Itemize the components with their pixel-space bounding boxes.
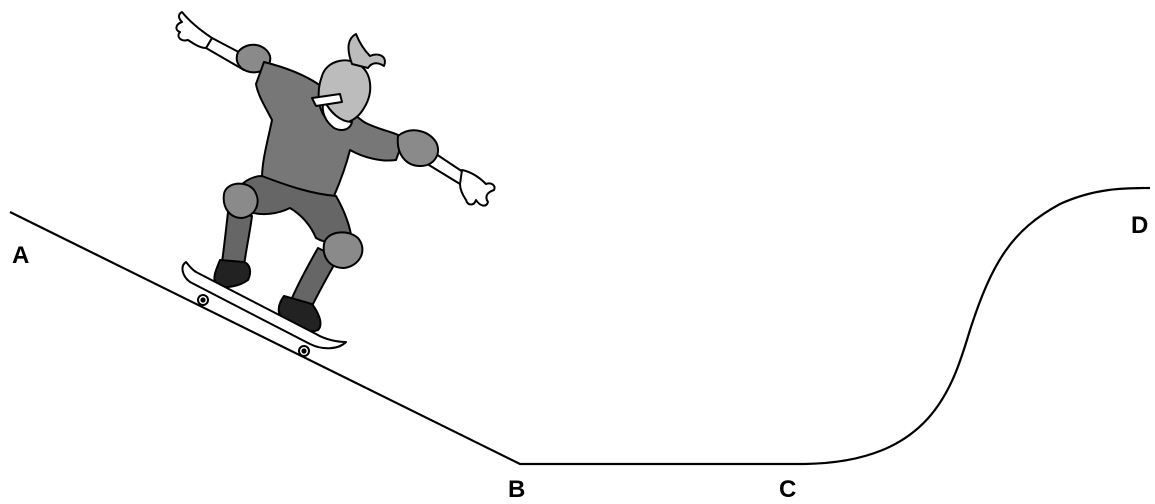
point-label-a: A bbox=[12, 242, 29, 269]
face bbox=[321, 99, 353, 131]
point-label-c: C bbox=[779, 476, 796, 503]
left-hand bbox=[175, 11, 213, 49]
cap-brim bbox=[311, 93, 343, 107]
skateboard-wheel-back-hub bbox=[301, 348, 307, 354]
point-label-b: B bbox=[508, 476, 525, 503]
right-knee-pad bbox=[322, 231, 364, 269]
left-leg bbox=[221, 211, 253, 267]
point-label-d: D bbox=[1131, 212, 1148, 239]
right-hand bbox=[459, 169, 496, 207]
head-hair bbox=[317, 59, 372, 125]
skateboard-wheel-front-hub bbox=[200, 297, 206, 303]
skateboarder-icon bbox=[175, 11, 496, 357]
right-elbow-pad bbox=[396, 129, 439, 167]
left-knee-pad bbox=[222, 182, 259, 219]
ponytail bbox=[347, 33, 386, 69]
left-shoe bbox=[213, 259, 252, 288]
ramp-track bbox=[9, 186, 1151, 466]
skateboard-deck bbox=[181, 261, 347, 350]
